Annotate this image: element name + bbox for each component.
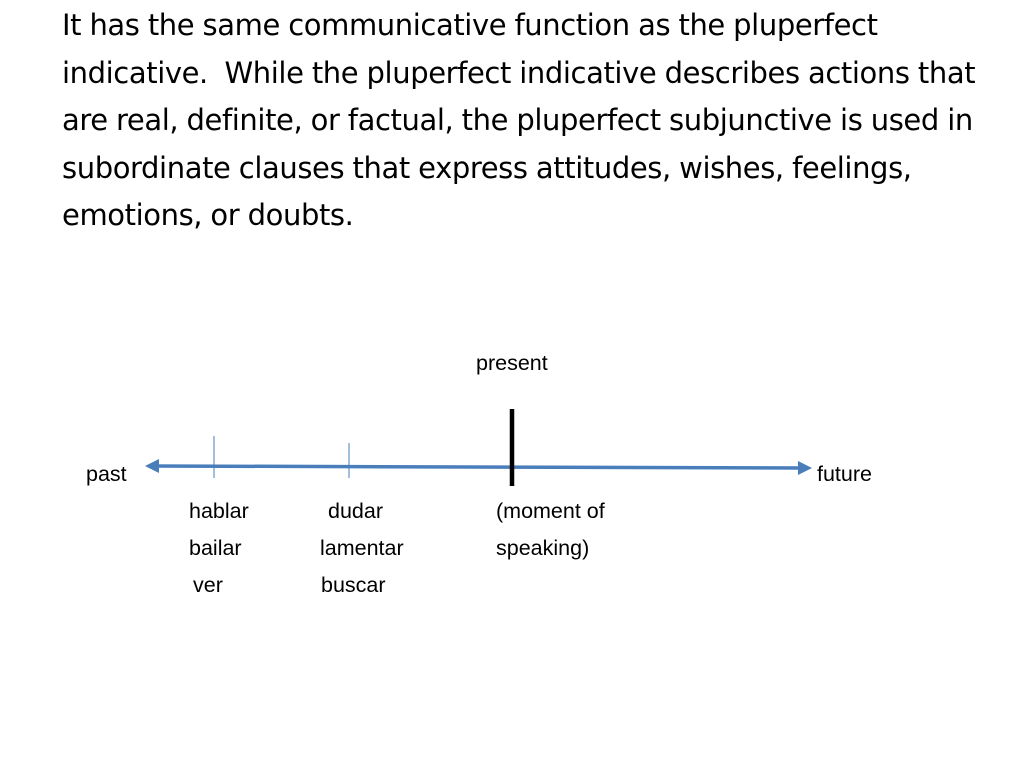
verb-dudar: dudar xyxy=(328,499,383,523)
past-label: past xyxy=(86,462,127,486)
moment-of-speaking-line1: (moment of xyxy=(496,499,605,523)
verb-buscar: buscar xyxy=(321,573,386,597)
verb-ver: ver xyxy=(193,573,223,597)
verb-hablar: hablar xyxy=(189,499,249,523)
verb-bailar: bailar xyxy=(189,536,242,560)
present-label: present xyxy=(476,351,548,375)
timeline-arrow xyxy=(145,459,812,475)
verb-lamentar: lamentar xyxy=(320,536,404,560)
future-label: future xyxy=(817,462,872,486)
explanation-paragraph: It has the same communicative function a… xyxy=(62,8,984,232)
moment-of-speaking-line2: speaking) xyxy=(496,536,590,560)
